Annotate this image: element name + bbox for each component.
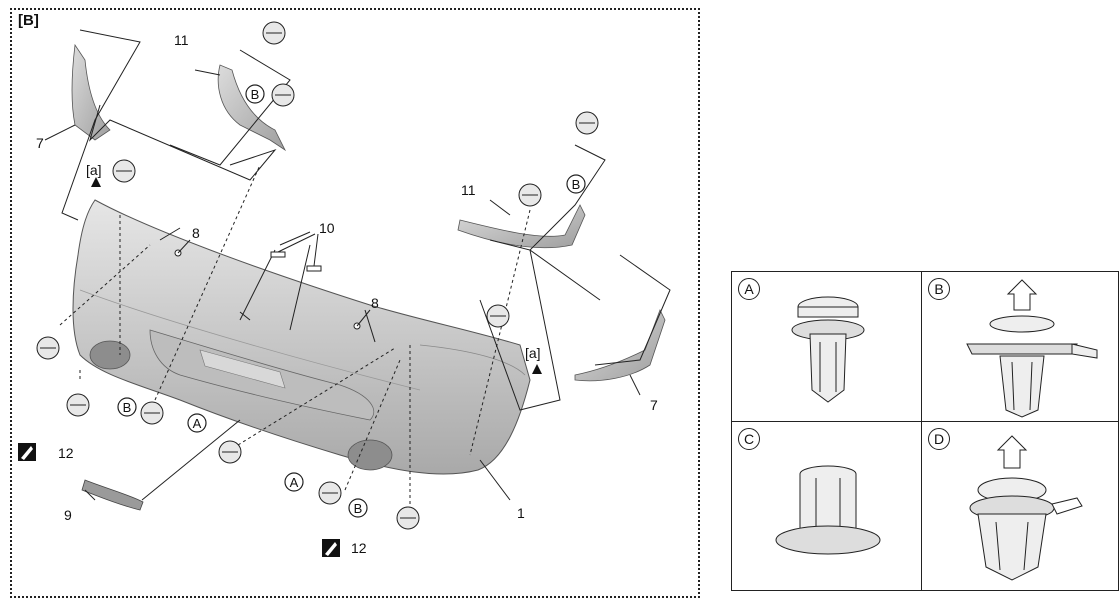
clip-ref-a-icon xyxy=(284,472,304,492)
bolt-icon xyxy=(518,183,542,207)
callout-1: 1 xyxy=(517,505,525,521)
callout-8: 8 xyxy=(192,225,200,241)
circle-letter: B xyxy=(251,87,260,102)
ref-a-label: [a] xyxy=(525,345,541,361)
panel-label: [B] xyxy=(18,12,39,29)
callout-12: 12 xyxy=(351,540,367,556)
circle-letter: B xyxy=(354,501,363,516)
callout-7: 7 xyxy=(650,397,658,413)
clip-ref-b-icon xyxy=(566,174,586,194)
bolts xyxy=(36,21,599,530)
dotted-lines xyxy=(59,164,531,505)
callout-10: 10 xyxy=(319,220,335,236)
nut-clip-c-icon xyxy=(775,465,881,555)
clip-cell-c: C xyxy=(731,421,923,591)
clip-label: D xyxy=(928,428,950,450)
bolt-icon xyxy=(318,481,342,505)
callout-11: 11 xyxy=(174,32,189,48)
bolt-icon xyxy=(396,506,420,530)
bolt-icon xyxy=(140,401,164,425)
side-bracket-right xyxy=(574,309,666,382)
torque-note-icon xyxy=(322,539,340,557)
bolt-icon xyxy=(575,111,599,135)
callout-9: 9 xyxy=(64,507,72,523)
upper-bracket-right xyxy=(457,204,586,249)
circle-letter: A xyxy=(290,475,299,490)
torque-note-icon xyxy=(18,443,36,461)
circle-letter: A xyxy=(193,416,202,431)
arrow-up-icon xyxy=(91,177,101,187)
clip-ref-b-icon xyxy=(117,397,137,417)
callout-12: 12 xyxy=(58,445,74,461)
clip-label: B xyxy=(928,278,950,300)
clip-cell-a: A xyxy=(731,271,923,423)
callout-11: 11 xyxy=(461,182,476,198)
rear-bumper-cover xyxy=(72,199,531,475)
bolt-icon xyxy=(66,393,90,417)
clip-ref-b-icon xyxy=(245,84,265,104)
pull-clip-b-icon xyxy=(966,279,1098,418)
bolt-icon xyxy=(271,83,295,107)
circle-letter: B xyxy=(123,400,132,415)
push-clip-a-icon xyxy=(791,296,865,403)
clip-label: A xyxy=(738,278,760,300)
pull-clip-d-icon xyxy=(969,435,1083,581)
callout-7: 7 xyxy=(36,135,44,151)
clip-cell-d: D xyxy=(921,421,1119,591)
bolt-icon xyxy=(486,304,510,328)
clip-detail-table: A B C D xyxy=(731,271,1119,591)
side-bracket-left xyxy=(71,43,111,141)
bolt-icon xyxy=(218,440,242,464)
clip-icon xyxy=(270,251,286,258)
leader-lines xyxy=(44,29,671,501)
clip-ref-a-icon xyxy=(187,413,207,433)
upper-bracket-left xyxy=(217,64,287,152)
bolt-icon xyxy=(36,336,60,360)
exploded-bumper-diagram: B B B B A A 7 7 8 8 10 11 11 12 12 9 1 [… xyxy=(18,21,671,557)
bolt-icon xyxy=(262,21,286,45)
bolt-icon xyxy=(112,159,136,183)
clip-cell-b: B xyxy=(921,271,1119,423)
arrow-up-icon xyxy=(532,364,542,374)
clip-label: C xyxy=(738,428,760,450)
clip-icon xyxy=(306,265,322,272)
circle-letter: B xyxy=(572,177,581,192)
ref-a-label: [a] xyxy=(86,162,102,178)
reflector xyxy=(81,479,144,511)
clip-ref-b-icon xyxy=(348,498,368,518)
callout-8: 8 xyxy=(371,295,379,311)
